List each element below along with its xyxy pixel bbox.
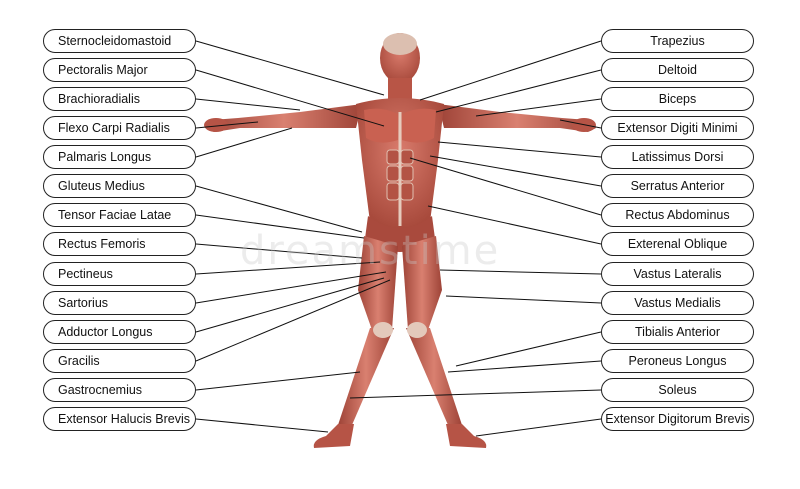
leader-line-extensor-halucis-brevis: [195, 418, 329, 433]
leader-line-pectineus: [195, 261, 381, 275]
left-hand: [204, 118, 228, 132]
label-tibialis-anterior: Tibialis Anterior: [601, 320, 754, 344]
abdominals: [386, 149, 414, 201]
label-extensor-digitorum-brevis: Extensor Digitorum Brevis: [601, 407, 754, 431]
label-rectus-femoris: Rectus Femoris: [43, 232, 196, 256]
leader-line-soleus: [349, 389, 602, 399]
label-peroneus-longus: Peroneus Longus: [601, 349, 754, 373]
label-sternocleidomastoid: Sternocleidomastoid: [43, 29, 196, 53]
label-vastus-lateralis: Vastus Lateralis: [601, 262, 754, 286]
leader-line-rectus-femoris: [195, 243, 363, 259]
label-extensor-digiti-minimi: Extensor Digiti Minimi: [601, 116, 754, 140]
label-gluteus-medius: Gluteus Medius: [43, 174, 196, 198]
right-knee: [407, 322, 427, 338]
right-arm: [438, 104, 596, 132]
head-top: [383, 33, 417, 55]
leader-lines: [195, 40, 602, 437]
leader-line-deltoid: [435, 69, 602, 113]
label-adductor-longus: Adductor Longus: [43, 320, 196, 344]
leader-line-serratus-anterior: [429, 155, 602, 187]
label-sartorius: Sartorius: [43, 291, 196, 315]
leader-line-rectus-abdominus: [409, 157, 602, 216]
label-trapezius: Trapezius: [601, 29, 754, 53]
label-biceps: Biceps: [601, 87, 754, 111]
leader-line-exterenal-oblique: [427, 205, 602, 245]
left-thigh: [358, 236, 398, 330]
leader-line-sternocleidomastoid: [195, 40, 385, 96]
label-vastus-medialis: Vastus Medialis: [601, 291, 754, 315]
leader-line-extensor-digitorum-brevis: [475, 418, 602, 437]
label-deltoid: Deltoid: [601, 58, 754, 82]
left-knee: [373, 322, 393, 338]
left-foot: [313, 424, 354, 448]
left-shin: [338, 328, 394, 425]
neck: [388, 78, 412, 100]
label-latissimus-dorsi: Latissimus Dorsi: [601, 145, 754, 169]
leader-line-gastrocnemius: [195, 371, 361, 391]
leader-line-sartorius: [195, 271, 387, 304]
leader-line-pectoralis-major: [195, 69, 385, 127]
label-serratus-anterior: Serratus Anterior: [601, 174, 754, 198]
leader-line-tibialis-anterior: [455, 331, 602, 367]
left-arm: [206, 104, 362, 132]
label-gracilis: Gracilis: [43, 349, 196, 373]
label-brachioradialis: Brachioradialis: [43, 87, 196, 111]
leader-line-biceps: [475, 98, 602, 117]
leader-line-gracilis: [195, 279, 391, 362]
leader-line-tensor-faciae-latae: [195, 214, 365, 239]
leader-line-peroneus-longus: [447, 360, 602, 373]
label-gastrocnemius: Gastrocnemius: [43, 378, 196, 402]
leader-line-brachioradialis: [195, 98, 301, 111]
right-foot: [446, 424, 487, 448]
leader-line-gluteus-medius: [195, 185, 363, 233]
label-exterenal-oblique: Exterenal Oblique: [601, 232, 754, 256]
label-pectineus: Pectineus: [43, 262, 196, 286]
label-palmaris-longus: Palmaris Longus: [43, 145, 196, 169]
leader-line-vastus-lateralis: [439, 269, 602, 275]
label-tensor-faciae-latae: Tensor Faciae Latae: [43, 203, 196, 227]
label-flexo-carpi-radialis: Flexo Carpi Radialis: [43, 116, 196, 140]
chest-right: [402, 108, 436, 143]
label-soleus: Soleus: [601, 378, 754, 402]
leader-line-extensor-digiti-minimi: [559, 119, 602, 129]
leader-line-palmaris-longus: [195, 127, 293, 158]
label-pectoralis-major: Pectoralis Major: [43, 58, 196, 82]
leader-line-trapezius: [419, 40, 602, 101]
label-rectus-abdominus: Rectus Abdominus: [601, 203, 754, 227]
leader-line-flexo-carpi-radialis: [195, 121, 259, 129]
human-muscle-figure: [204, 33, 596, 448]
leader-line-vastus-medialis: [445, 295, 602, 304]
right-shin: [406, 328, 462, 425]
label-extensor-halucis-brevis: Extensor Halucis Brevis: [43, 407, 196, 431]
leader-line-adductor-longus: [195, 277, 385, 333]
watermark-text: dreamstime: [240, 228, 501, 274]
right-thigh: [402, 236, 442, 330]
leader-line-latissimus-dorsi: [437, 141, 602, 158]
